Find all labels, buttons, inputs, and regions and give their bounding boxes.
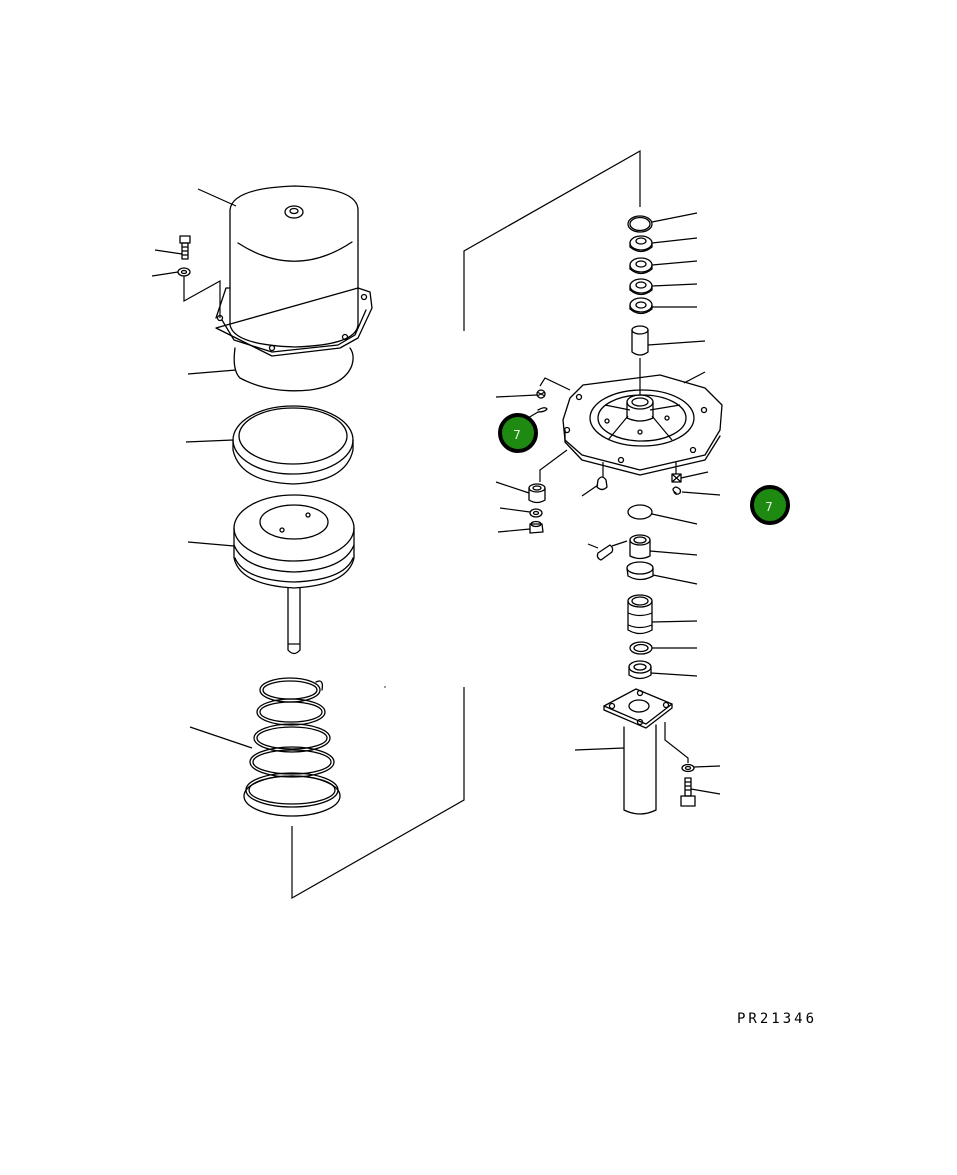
o-ring-small-right-part[interactable] — [673, 487, 720, 495]
seal-3-part[interactable] — [630, 279, 697, 295]
o-ring-part[interactable] — [628, 505, 697, 524]
seal-lower-part[interactable] — [629, 661, 697, 679]
bolt-part[interactable] — [155, 236, 190, 259]
piston-ring-part[interactable] — [186, 406, 353, 484]
plug-left-part[interactable] — [582, 462, 607, 496]
washer-small-part[interactable] — [500, 508, 542, 517]
assembly-connector-lines — [292, 151, 640, 898]
spacer-part[interactable] — [496, 482, 545, 503]
plug-nut-small-part[interactable] — [496, 390, 545, 398]
callout-label: 7 — [765, 500, 773, 514]
seal-1-part[interactable] — [630, 236, 697, 252]
snap-ring-part[interactable] — [628, 213, 697, 232]
cylinder-cover-part[interactable] — [198, 186, 372, 356]
collar-part[interactable] — [627, 562, 697, 584]
o-ring-tiny-part[interactable] — [528, 408, 547, 418]
nut-part[interactable] — [498, 522, 543, 534]
callout-badge-left[interactable]: 7 — [498, 413, 538, 453]
washer-tube-part[interactable] — [665, 722, 720, 772]
callout-label: 7 — [513, 428, 521, 442]
bolt-tube-part[interactable] — [681, 778, 720, 806]
bushing-part[interactable] — [630, 535, 697, 559]
spring-part[interactable] — [190, 678, 340, 816]
guide-tube-part[interactable] — [575, 689, 672, 814]
seal-2-part[interactable] — [630, 258, 697, 274]
drawing-code: PR21346 — [737, 1011, 818, 1027]
pin-part[interactable] — [632, 326, 705, 395]
washer-part[interactable] — [152, 268, 220, 318]
seal-4-part[interactable] — [630, 298, 697, 314]
gasket-part[interactable] — [188, 348, 353, 391]
callout-badge-right[interactable]: 7 — [750, 485, 790, 525]
plug-right-part[interactable] — [672, 462, 708, 482]
o-ring-lower-part[interactable] — [630, 642, 697, 654]
set-screw-part[interactable] — [588, 541, 627, 560]
dust-seal-part[interactable] — [628, 595, 697, 634]
piston-part[interactable] — [188, 495, 354, 654]
housing-plate-part[interactable] — [540, 372, 722, 482]
